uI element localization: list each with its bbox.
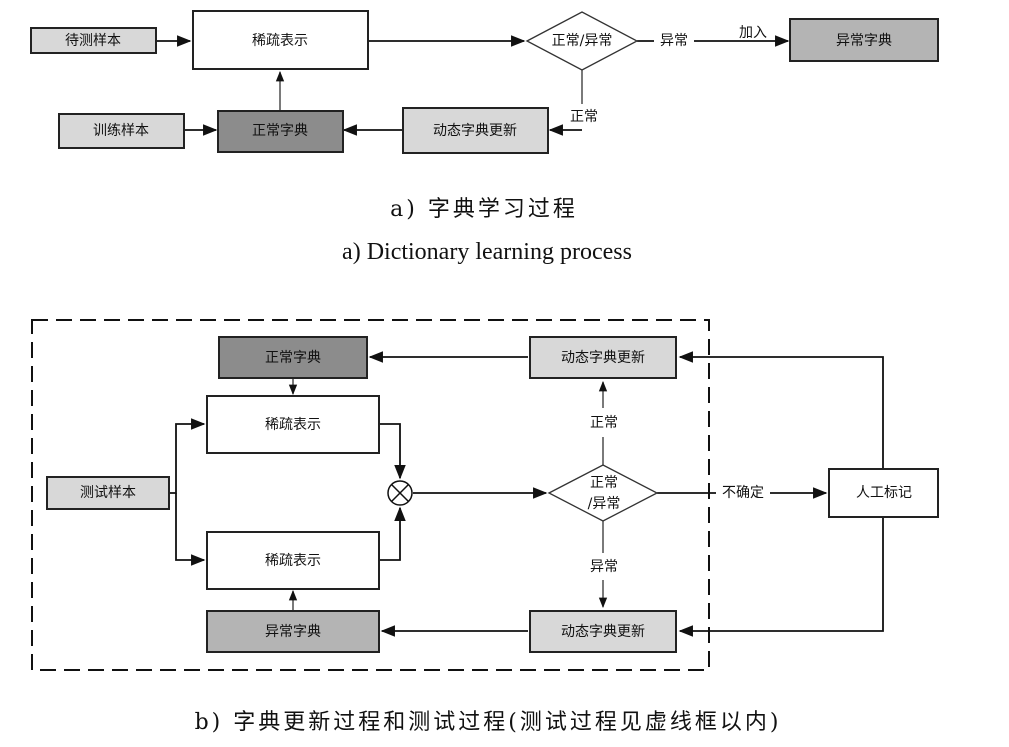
node-label-line2: /异常 <box>588 496 621 512</box>
node-sparse-representation-top: 稀疏表示 <box>206 395 380 454</box>
caption-a-chinese: a) 字典学习过程 <box>390 197 578 222</box>
node-normal-dictionary-b: 正常字典 <box>218 336 368 379</box>
edge-label-uncertain: 不确定 <box>722 485 764 501</box>
node-abnormal-dictionary: 异常字典 <box>789 18 939 62</box>
edge-sparse-top-to-combine <box>380 423 406 480</box>
node-sparse-representation: 稀疏表示 <box>192 10 369 70</box>
edge-label-add: 加入 <box>739 25 767 41</box>
node-dynamic-dictionary-update: 动态字典更新 <box>402 107 549 154</box>
node-sparse-representation-bottom: 稀疏表示 <box>206 531 380 590</box>
node-label: 正常字典 <box>252 123 308 139</box>
node-label-line1: 正常 <box>590 475 618 491</box>
node-dynamic-update-top: 动态字典更新 <box>529 336 677 379</box>
node-label: 训练样本 <box>93 123 149 139</box>
node-decision: 正常/异常 <box>525 11 639 71</box>
edge-label-abnormal: 异常 <box>660 33 688 49</box>
node-label: 动态字典更新 <box>561 350 645 366</box>
circle-times-icon <box>387 480 413 506</box>
node-manual-label: 人工标记 <box>828 468 939 518</box>
node-test-sample: 待测样本 <box>30 27 157 54</box>
node-test-sample-b: 测试样本 <box>46 476 170 510</box>
node-label: 稀疏表示 <box>265 417 321 433</box>
edge-label-to-update-bottom <box>678 518 884 637</box>
test-process-boundary <box>31 319 710 671</box>
node-label: 动态字典更新 <box>561 624 645 640</box>
caption-a-english: a) Dictionary learning process <box>342 239 632 265</box>
node-label: 动态字典更新 <box>433 123 517 139</box>
edge-label-normal: 正常 <box>570 109 598 125</box>
node-label: 异常字典 <box>836 33 892 49</box>
node-decision-b: 正常 /异常 <box>547 464 659 522</box>
node-abnormal-dictionary-b: 异常字典 <box>206 610 380 653</box>
diagram-a: 待测样本 稀疏表示 正常/异常 异常 加入 正常 异常字典 训练样本 正常字典 … <box>30 10 939 265</box>
diagram-b: 正常字典 动态字典更新 稀疏表示 测试样本 正常 /异常 正常 异常 不确定 <box>31 319 939 735</box>
edge-test-to-sparse-bottom <box>175 493 206 566</box>
caption-b-chinese: b) 字典更新过程和测试过程(测试过程见虚线框以内) <box>195 710 782 735</box>
node-label: 正常字典 <box>265 350 321 366</box>
edge-label-to-update-top <box>678 351 884 497</box>
edge-label-normal: 正常 <box>590 415 618 431</box>
edge-label-abnormal: 异常 <box>590 559 618 575</box>
edge-sparse-bottom-to-combine <box>380 506 406 561</box>
node-label: 稀疏表示 <box>265 553 321 569</box>
node-label: 测试样本 <box>80 485 136 501</box>
node-label: 异常字典 <box>265 624 321 640</box>
node-label: 待测样本 <box>65 33 121 49</box>
node-normal-dictionary: 正常字典 <box>217 110 344 153</box>
node-label: 人工标记 <box>856 485 912 501</box>
edge-test-to-sparse-top <box>170 418 206 494</box>
node-label: 正常/异常 <box>552 33 613 49</box>
node-label: 稀疏表示 <box>252 33 308 49</box>
node-dynamic-update-bottom: 动态字典更新 <box>529 610 677 653</box>
node-training-sample: 训练样本 <box>58 113 185 149</box>
